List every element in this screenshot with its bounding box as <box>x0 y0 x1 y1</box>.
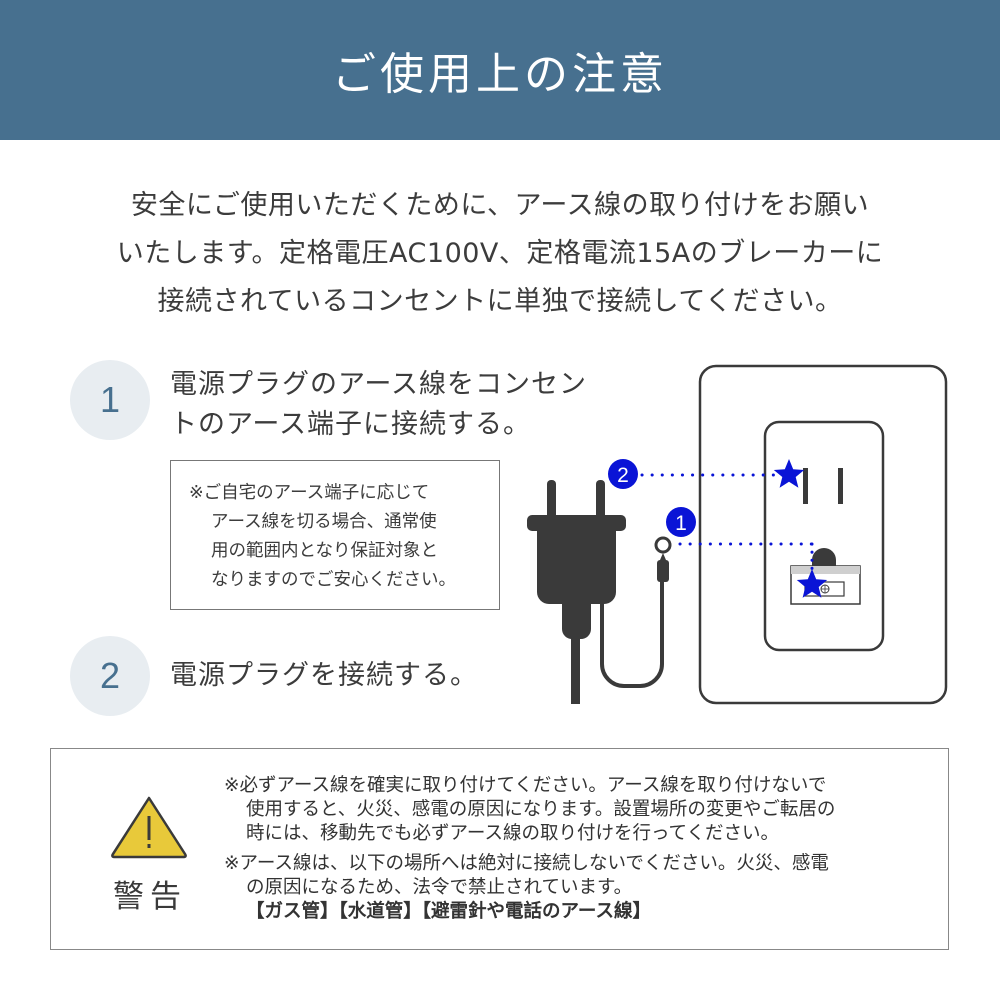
star-icon-outlet <box>773 459 805 488</box>
ground-ring-terminal <box>654 536 672 554</box>
step-1-line: トのアース端子に接続する。 <box>170 409 532 440</box>
prohibited-locations: 【ガス管】【水道管】【避雷針や電話のアース線】 <box>246 901 651 922</box>
warning-line: 時には、移動先でも必ずアース線の取り付けを行ってください。 <box>246 823 779 844</box>
plug-cord <box>571 638 580 704</box>
warning-line: 使用すると、火災、感電の原因になります。設置場所の変更やご転居の <box>246 799 836 820</box>
warning-text: ※必ずアース線を確実に取り付けてください。アース線を取り付けないで 使用すると、… <box>224 774 835 924</box>
intro-line: 接続されているコンセントに単独で接続してください。 <box>157 286 843 317</box>
outlet-slot-right <box>838 468 843 504</box>
ground-hole <box>812 548 836 566</box>
intro-line: いたします。定格電圧AC100V、定格電流15Aのブレーカーに <box>116 238 884 269</box>
star-icon-ground <box>796 569 828 598</box>
step-2-line: 電源プラグを接続する。 <box>170 660 478 691</box>
note-line: なりますのでご安心ください。 <box>211 570 456 590</box>
svg-text:1: 1 <box>675 512 687 535</box>
outlet-cover <box>763 420 885 652</box>
ground-wire <box>600 572 664 688</box>
note-line: 用の範囲内となり保証対象と <box>211 541 438 561</box>
plug-flange <box>527 515 626 531</box>
warning-box: 警告 ※必ずアース線を確実に取り付けてください。アース線を取り付けないで 使用す… <box>50 748 949 950</box>
step-1-instruction: 電源プラグのアース線をコンセン トのアース端子に接続する。 <box>170 365 587 445</box>
plug-prong-right <box>596 480 605 525</box>
warning-line: ※アース線は、以下の場所へは絶対に接続しないでください。火災、感電 <box>224 853 829 874</box>
header-banner: ご使用上の注意 <box>0 0 1000 140</box>
marker-1-badge <box>666 507 696 537</box>
svg-text:2: 2 <box>617 464 629 487</box>
marker-2-badge <box>608 459 638 489</box>
plug-body <box>537 530 616 604</box>
step-1-number-badge: 1 <box>70 360 150 440</box>
page-title: ご使用上の注意 <box>332 49 668 100</box>
warning-triangle-icon <box>111 796 187 859</box>
step-1-line: 電源プラグのアース線をコンセン <box>170 369 588 400</box>
plug-prong-left <box>547 480 556 525</box>
outlet-slot-left <box>803 468 808 504</box>
note-line: ※ご自宅のアース端子に応じて <box>189 483 430 503</box>
step-2-number-badge: 2 <box>70 636 150 716</box>
note-line: アース線を切る場合、通常使 <box>211 512 437 532</box>
warning-line: ※必ずアース線を確実に取り付けてください。アース線を取り付けないで <box>224 775 827 796</box>
warning-label: 警告 <box>113 879 187 915</box>
warning-line: の原因になるため、法令で禁止されています。 <box>246 877 633 898</box>
intro-line: 安全にご使用いただくために、アース線の取り付けをお願い <box>130 190 870 221</box>
step-2-instruction: 電源プラグを接続する。 <box>170 656 478 696</box>
plug-outlet-diagram: 2 1 <box>510 360 970 710</box>
ground-wire-note-box: ※ご自宅のアース端子に応じて アース線を切る場合、通常使 用の範囲内となり保証対… <box>170 460 500 610</box>
intro-paragraph: 安全にご使用いただくために、アース線の取り付けをお願い いたします。定格電圧AC… <box>40 182 960 326</box>
